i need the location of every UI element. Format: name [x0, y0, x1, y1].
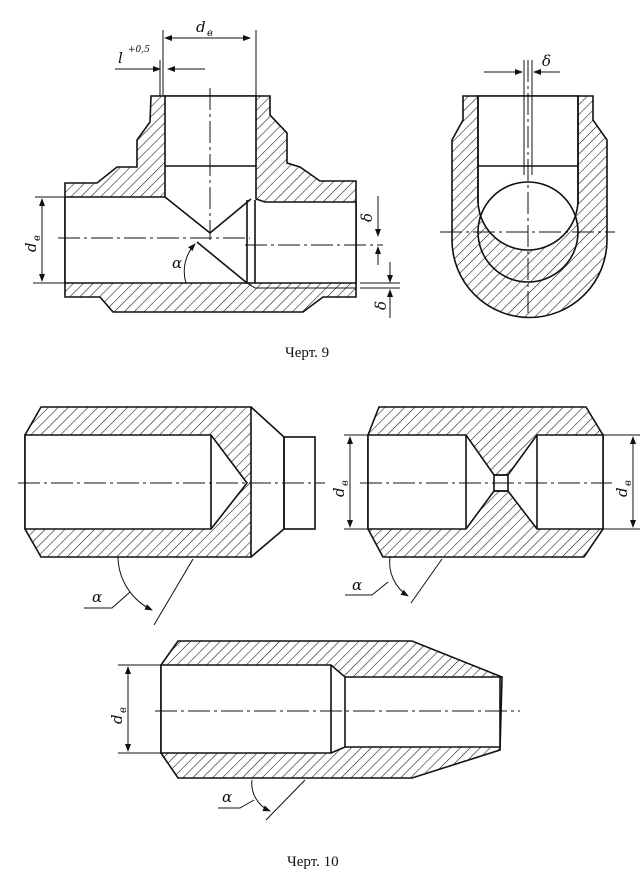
angle-label-alpha: α — [222, 788, 232, 806]
wall-thickness-label: δ — [372, 301, 390, 310]
dim-label-offset: l — [118, 49, 123, 67]
wall-thickness-label-side: δ — [542, 52, 551, 70]
angle-label-alpha: α — [352, 576, 362, 594]
fitting-left-section: α — [18, 406, 325, 626]
tee-side-view: δ — [440, 52, 615, 319]
wall-thickness-label: δ — [358, 213, 376, 222]
dim-label-bore: d — [613, 487, 631, 497]
dim-label-subscript: в — [340, 480, 351, 486]
tee-section-view: d в l +0,5 d в α δ δ — [22, 18, 400, 318]
dim-label-bore: d — [330, 487, 348, 497]
dim-label-subscript: в — [207, 28, 213, 39]
fitting-bottom-section: d в α — [108, 640, 520, 821]
figure-caption-9: Черт. 9 — [285, 345, 329, 361]
angle-label-alpha: α — [172, 254, 182, 272]
angle-label-alpha: α — [92, 588, 102, 606]
figure-caption-10: Черт. 10 — [287, 854, 339, 870]
dim-label-bore: d — [108, 714, 126, 724]
dim-label-subscript: в — [32, 235, 43, 241]
dim-label-subscript: в — [118, 707, 129, 713]
dim-label-bore-left: d — [22, 242, 40, 252]
fitting-right-section: α d в d в — [330, 406, 640, 604]
dim-label-bore-top: d — [196, 18, 206, 36]
dim-label-tolerance: +0,5 — [128, 45, 150, 55]
dim-label-subscript: в — [623, 480, 634, 486]
